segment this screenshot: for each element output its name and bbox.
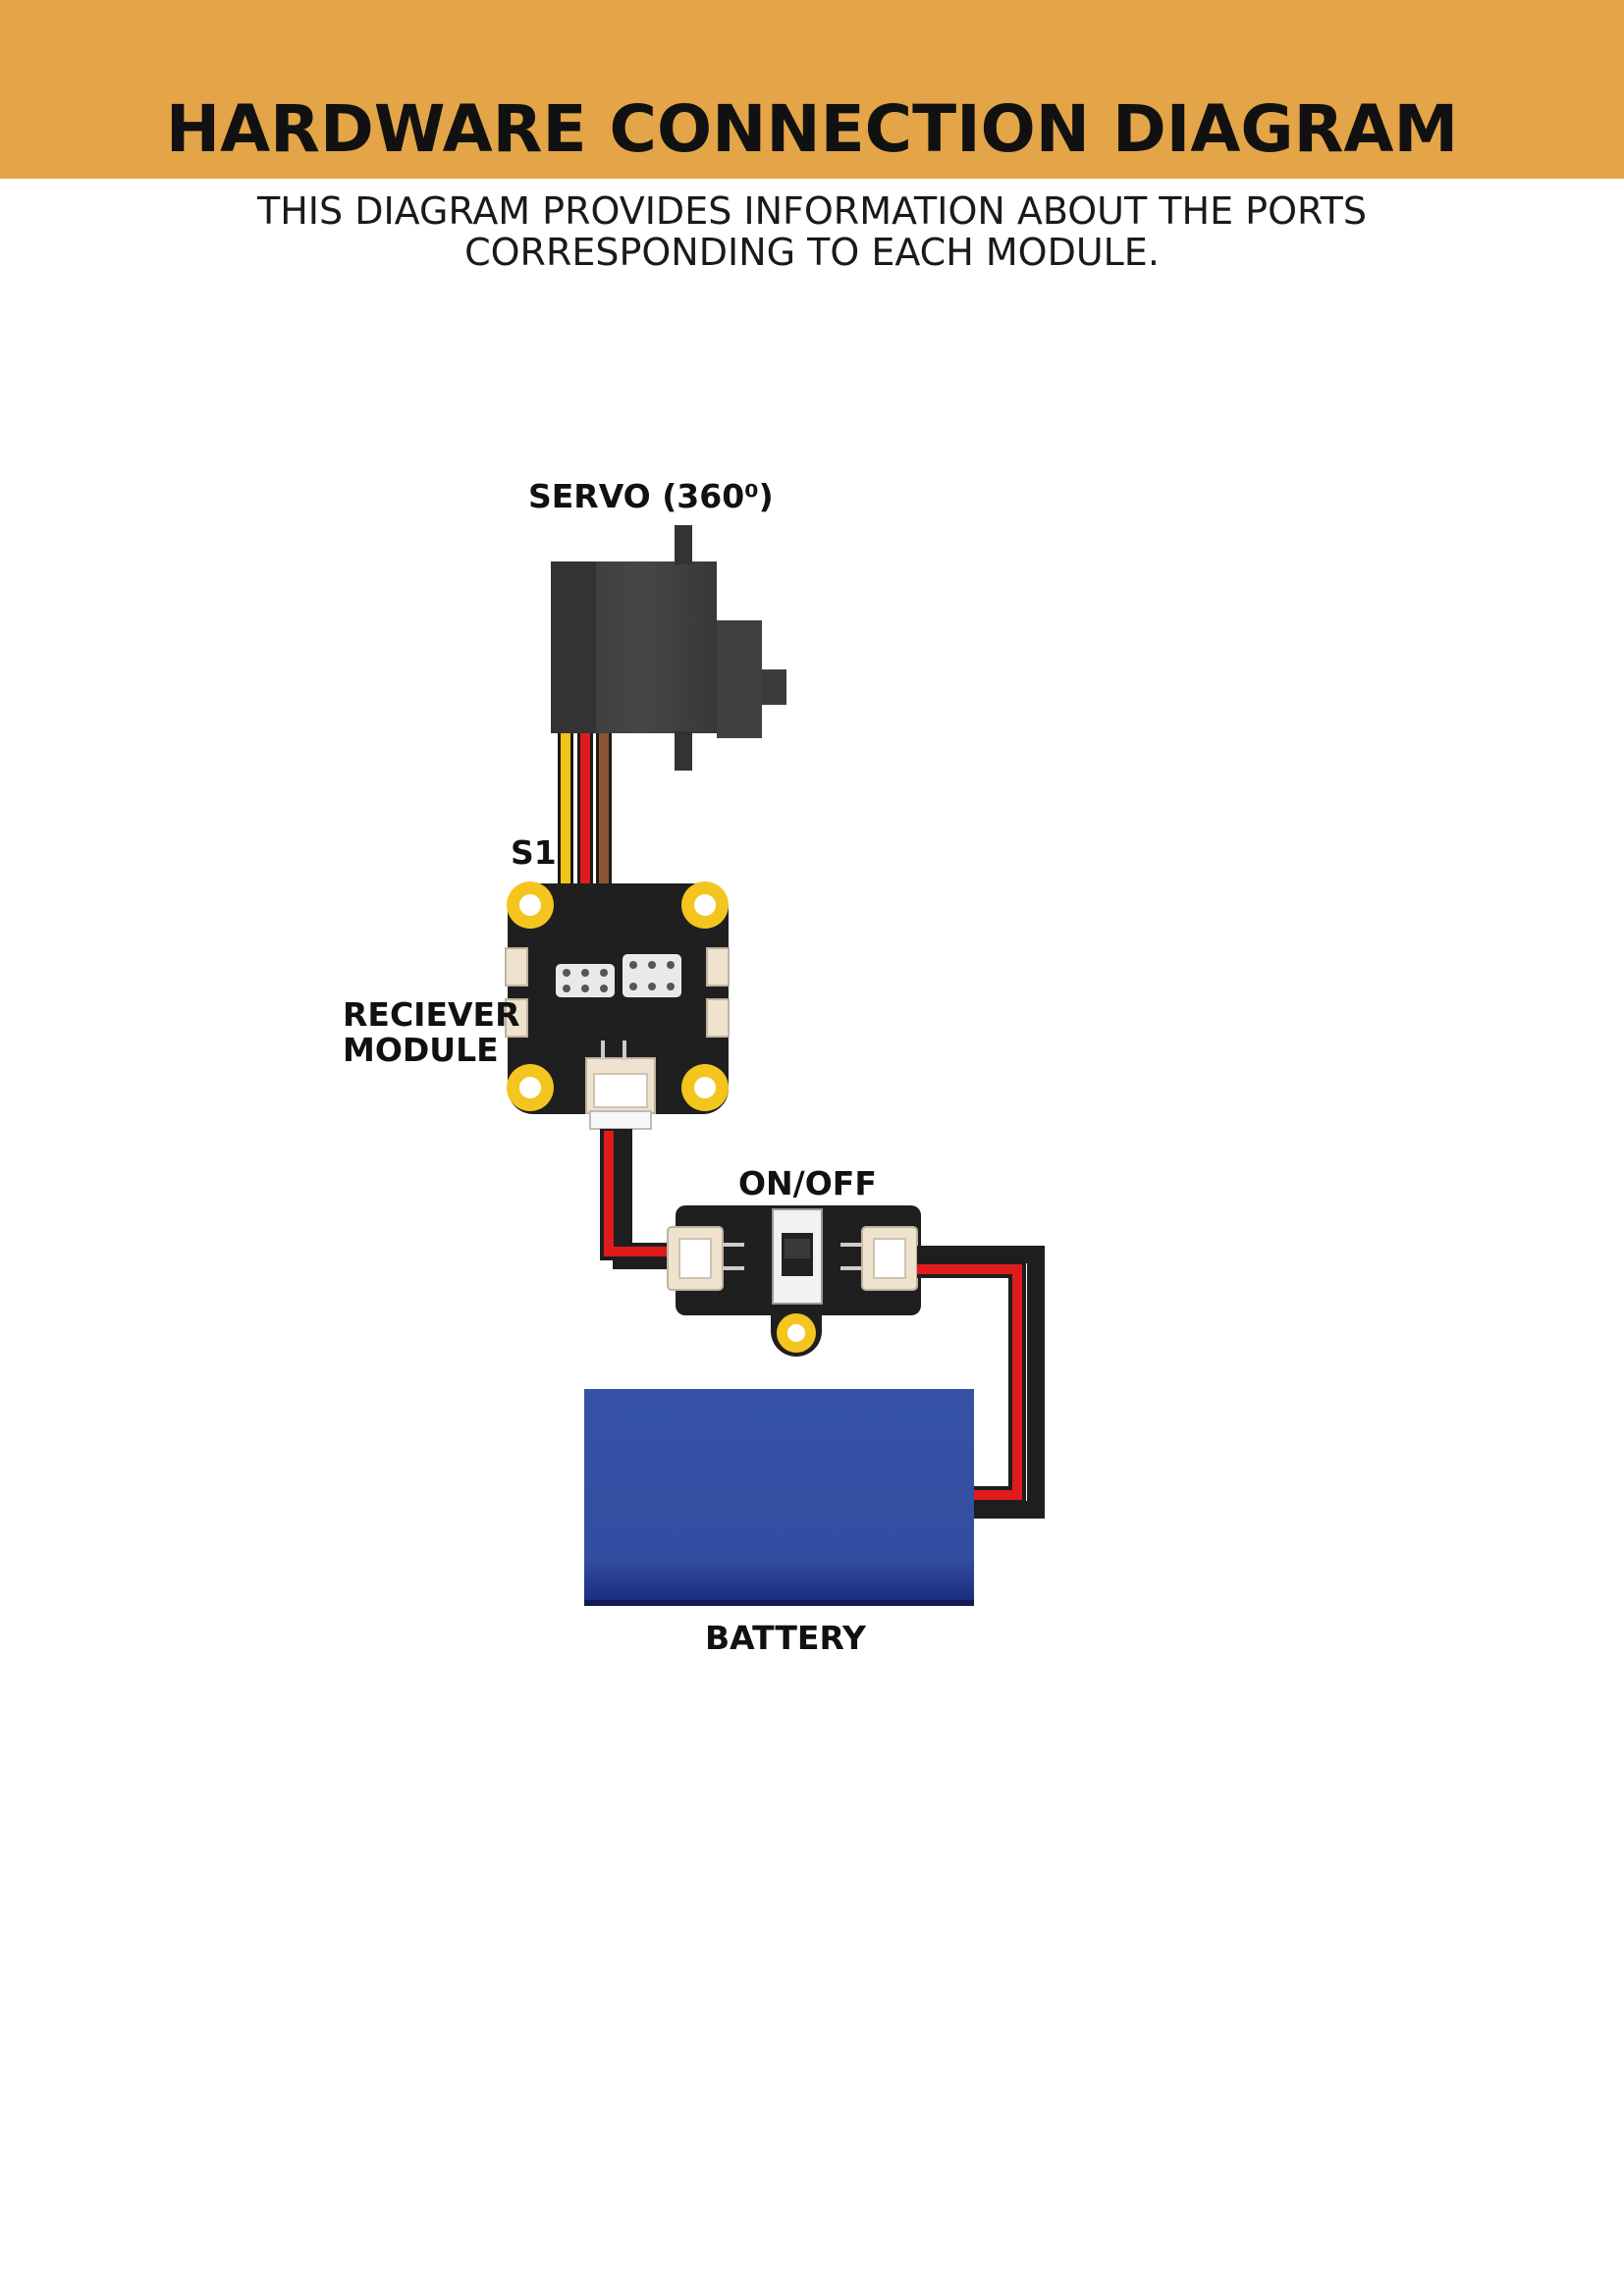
servo-motor — [551, 525, 786, 771]
switch-label: ON/OFF — [738, 1164, 877, 1202]
page-subtitle: THIS DIAGRAM PROVIDES INFORMATION ABOUT … — [223, 190, 1401, 273]
page-title: HARDWARE CONNECTION DIAGRAM — [165, 91, 1459, 167]
receiver-label-line-2: MODULE — [343, 1031, 499, 1069]
subtitle-line-1: THIS DIAGRAM PROVIDES INFORMATION ABOUT … — [257, 189, 1367, 233]
servo-label: SERVO (360⁰) — [528, 477, 774, 515]
header-band — [0, 0, 1624, 179]
power-wire-switch-battery — [917, 1246, 1045, 1519]
switch-module — [667, 1205, 921, 1357]
port-label-s1: S1 — [511, 833, 557, 872]
receiver-module — [505, 881, 730, 1130]
battery-label: BATTERY — [705, 1619, 867, 1657]
subtitle-line-2: CORRESPONDING TO EACH MODULE. — [464, 231, 1160, 274]
receiver-label-line-1: RECIEVER — [343, 995, 520, 1034]
power-wire-receiver-switch — [600, 1129, 668, 1269]
battery — [584, 1389, 974, 1606]
